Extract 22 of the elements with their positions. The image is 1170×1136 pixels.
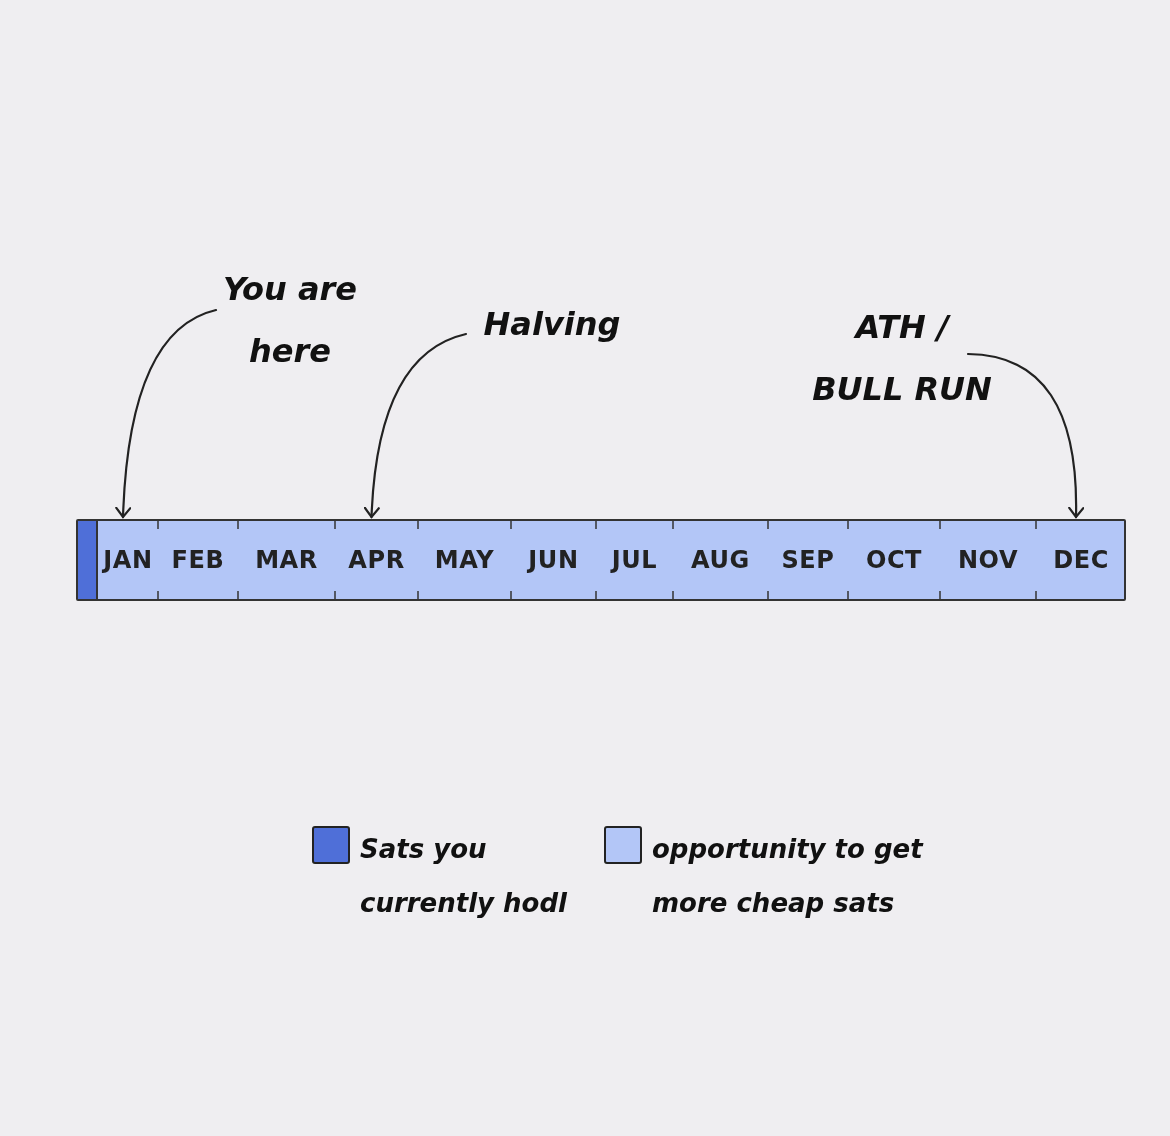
month-label: NOV bbox=[957, 545, 1019, 576]
month-label: JAN bbox=[103, 545, 153, 576]
curved-arrow bbox=[363, 332, 468, 519]
legend-text: Sats you currently hodl bbox=[360, 833, 568, 920]
month-label: APR bbox=[348, 545, 405, 576]
month-label: SEP bbox=[781, 545, 835, 576]
annotation-text: Halving bbox=[483, 304, 621, 345]
legend-text: opportunity to get more cheap sats bbox=[652, 833, 925, 920]
curved-arrow bbox=[966, 352, 1085, 519]
month-label: MAY bbox=[434, 545, 495, 576]
annotation-text: You are here bbox=[222, 269, 358, 372]
held-segment bbox=[78, 521, 98, 599]
month-label: JUN bbox=[528, 545, 579, 576]
timeline-bar bbox=[76, 519, 1126, 601]
curved-arrow bbox=[115, 308, 218, 519]
month-label: FEB bbox=[171, 545, 225, 576]
month-label: DEC bbox=[1053, 545, 1109, 576]
month-label: AUG bbox=[691, 545, 750, 576]
month-label: MAR bbox=[255, 545, 318, 576]
month-label: JUL bbox=[611, 545, 658, 576]
month-label: OCT bbox=[865, 545, 923, 576]
annotation-text: ATH / BULL RUN bbox=[812, 307, 992, 410]
